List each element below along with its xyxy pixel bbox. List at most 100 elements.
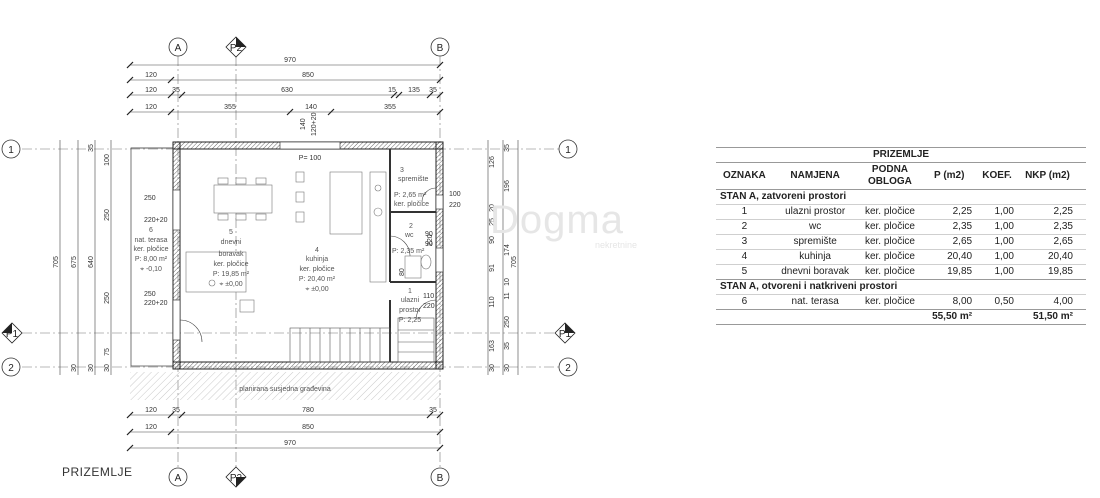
svg-text:2: 2 <box>565 363 571 374</box>
table-total-row: 55,50 m² 51,50 m² <box>716 309 1086 325</box>
floor-plan-drawing: A B A B 1 2 1 2 P2 P2 P1 <box>1 36 578 488</box>
svg-text:100: 100 <box>104 154 111 166</box>
svg-text:P: 2,35 m²: P: 2,35 m² <box>392 248 425 255</box>
svg-text:120: 120 <box>145 424 157 431</box>
svg-text:B: B <box>437 43 444 54</box>
svg-text:30: 30 <box>104 364 111 372</box>
svg-text:640: 640 <box>88 256 95 268</box>
section-row-closed: STAN A, zatvoreni prostori <box>716 189 1086 205</box>
svg-text:220: 220 <box>449 202 461 209</box>
svg-text:30: 30 <box>71 364 78 372</box>
svg-text:P1: P1 <box>559 329 572 340</box>
table-title: PRIZEMLJE <box>716 147 1086 163</box>
svg-text:120: 120 <box>145 87 157 94</box>
bottom-dimension-text: 120 35 780 35 120 850 970 <box>145 407 437 447</box>
svg-text:25: 25 <box>489 218 496 226</box>
staircase <box>289 317 435 363</box>
svg-text:10: 10 <box>504 278 511 286</box>
neighbor-label: planirana susjedna građevina <box>239 386 331 393</box>
svg-text:91: 91 <box>489 264 496 272</box>
svg-text:90: 90 <box>425 231 433 238</box>
svg-text:35: 35 <box>504 342 511 350</box>
svg-text:705: 705 <box>53 256 60 268</box>
svg-text:6: 6 <box>149 227 153 234</box>
grid-bubble-2-right: 2 <box>558 357 578 377</box>
watermark-logo: Dogma <box>490 198 624 242</box>
svg-text:1: 1 <box>8 145 14 156</box>
svg-text:90: 90 <box>425 241 433 248</box>
grid-lines <box>22 56 560 468</box>
svg-text:kuhinja: kuhinja <box>306 256 328 263</box>
svg-text:35: 35 <box>429 87 437 94</box>
svg-text:100: 100 <box>449 191 461 198</box>
terrace-door-labels: 250 220+20 250 220+20 <box>144 195 168 307</box>
svg-text:5: 5 <box>229 229 233 236</box>
svg-text:dnevni: dnevni <box>221 239 242 246</box>
section-marker-p1-right: P1 <box>554 322 576 344</box>
svg-text:630: 630 <box>281 87 293 94</box>
svg-text:80: 80 <box>399 268 406 276</box>
header-nkp: NKP (m2) <box>1025 170 1070 181</box>
doors <box>179 187 437 343</box>
left-dimension-text: 705 675 640 35 100 250 250 30 75 30 30 <box>53 144 111 372</box>
svg-text:140: 140 <box>305 104 317 111</box>
svg-text:⌖ ±0,00: ⌖ ±0,00 <box>219 281 242 288</box>
header-koef: KOEF. <box>982 170 1012 181</box>
svg-text:P: 2,65 m²: P: 2,65 m² <box>394 192 427 199</box>
svg-text:2: 2 <box>409 223 413 230</box>
right-dimension-text: 126 35 196 20 25 90 174 91 110 10 11 250… <box>489 144 518 372</box>
grid-bubble-a-top: A <box>168 37 188 57</box>
svg-text:120: 120 <box>145 407 157 414</box>
table-title-row: PRIZEMLJE <box>716 147 1086 163</box>
room-label-3: 3 spremište P: 2,65 m² ker. pločice <box>394 167 429 208</box>
svg-text:1: 1 <box>565 145 571 156</box>
dining-table <box>213 177 273 221</box>
svg-text:163: 163 <box>489 340 496 352</box>
svg-text:A: A <box>175 473 182 484</box>
svg-text:P: 20,40 m²: P: 20,40 m² <box>299 276 336 283</box>
grid-bubble-b-top: B <box>430 37 450 57</box>
svg-text:11: 11 <box>504 292 511 299</box>
svg-text:35: 35 <box>504 144 511 152</box>
svg-text:ker. pločice: ker. pločice <box>299 266 334 273</box>
windows <box>172 141 444 341</box>
svg-text:250: 250 <box>104 292 111 304</box>
svg-text:970: 970 <box>284 57 296 64</box>
svg-text:35: 35 <box>172 87 180 94</box>
door-labels: 100 220 80 220 90 90 110 220 <box>399 191 461 310</box>
svg-text:110: 110 <box>489 296 496 307</box>
svg-text:P2: P2 <box>230 473 243 484</box>
plan-title: PRIZEMLJE <box>62 465 133 479</box>
svg-text:35: 35 <box>88 144 95 152</box>
svg-text:120: 120 <box>145 104 157 111</box>
svg-text:⌖ -0,10: ⌖ -0,10 <box>140 266 162 273</box>
grid-bubble-1-left: 1 <box>1 139 21 159</box>
svg-text:174: 174 <box>504 244 511 256</box>
svg-text:spremište: spremište <box>398 176 428 183</box>
svg-text:126: 126 <box>489 156 496 168</box>
svg-text:75: 75 <box>104 348 111 356</box>
svg-text:250: 250 <box>144 291 156 298</box>
svg-text:220: 220 <box>423 303 435 310</box>
svg-text:220: 220 <box>427 234 434 246</box>
svg-text:110: 110 <box>423 293 434 300</box>
grid-bubble-a-bottom: A <box>168 467 188 487</box>
svg-text:140: 140 <box>300 118 307 130</box>
room-label-6: 6 nat. terasa ker. pločice P: 8,00 m² ⌖ … <box>133 227 168 273</box>
sofa <box>185 251 255 313</box>
svg-text:wc: wc <box>404 232 414 239</box>
top-dimension-text: 970 120 850 120 35 630 15 135 35 120 355… <box>145 57 437 136</box>
kitchen-island <box>295 171 387 283</box>
svg-text:1: 1 <box>408 288 412 295</box>
svg-text:boravak: boravak <box>219 251 244 258</box>
svg-text:ker. pločice: ker. pločice <box>133 246 168 253</box>
grid-bubble-2-left: 2 <box>1 357 21 377</box>
svg-text:90: 90 <box>489 236 496 244</box>
window-label: P= 100 <box>299 155 321 162</box>
svg-text:ker. pločice: ker. pločice <box>394 201 429 208</box>
